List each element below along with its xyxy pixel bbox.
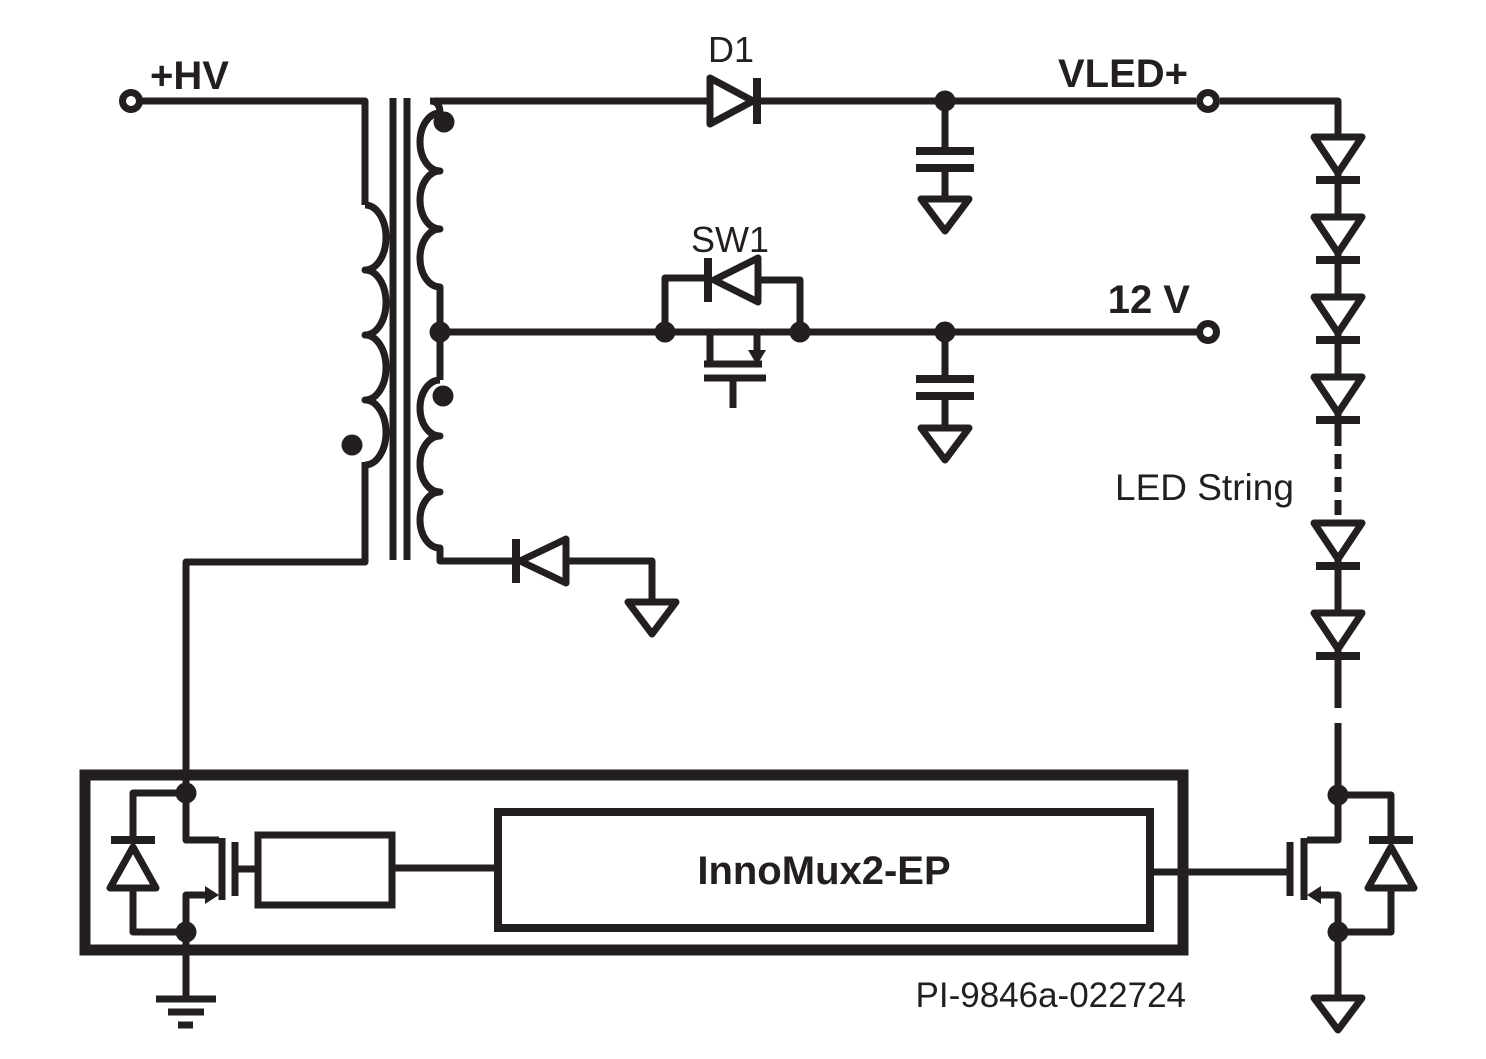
ground-icon xyxy=(624,598,680,638)
led-icon xyxy=(1310,373,1366,417)
sw1-diode-branch-wire xyxy=(661,274,804,332)
part-number-label: PI-9846a-022724 xyxy=(916,976,1187,1015)
vled-label: VLED+ xyxy=(1058,52,1188,96)
hv-label: +HV xyxy=(150,54,229,98)
junction-dot xyxy=(934,90,956,112)
internal-connections xyxy=(392,864,1287,876)
sw1-source-arrow xyxy=(748,350,766,365)
sw1-diode-icon xyxy=(710,254,762,306)
chip-package-outline xyxy=(79,769,1189,956)
gate-driver-block xyxy=(254,831,396,909)
12v-output-capacitor xyxy=(800,328,1198,464)
hv-wire xyxy=(141,97,369,205)
source-arrow xyxy=(205,886,219,904)
junction-dot xyxy=(934,321,956,343)
innomux-label: InnoMux2-EP xyxy=(697,849,950,893)
transformer xyxy=(182,97,512,795)
led-icon xyxy=(1310,519,1366,563)
vled-to-led-wire xyxy=(1220,97,1342,137)
vled-output-capacitor xyxy=(916,101,974,235)
auxiliary-winding-icon xyxy=(416,376,512,565)
12v-terminal-icon xyxy=(1196,320,1220,344)
auxiliary-polarity-dot xyxy=(432,385,454,407)
ground-icon xyxy=(1310,994,1366,1034)
source-arrow xyxy=(1307,886,1321,904)
d1-diode-icon xyxy=(706,74,757,128)
external-mosfet xyxy=(1286,791,1418,1034)
led-icon xyxy=(1310,133,1366,177)
hv-terminal-icon xyxy=(119,89,143,113)
body-diode-branch-wire xyxy=(1338,791,1395,936)
vled-output: VLED+ xyxy=(1058,52,1342,137)
led-icon xyxy=(1310,609,1366,653)
hv-input: +HV xyxy=(119,54,369,205)
aux-diode-icon xyxy=(516,535,570,587)
secondary-polarity-dot xyxy=(433,111,455,133)
body-diode-icon xyxy=(106,843,160,892)
body-diode-icon xyxy=(1364,843,1418,892)
junction-dot xyxy=(1327,921,1349,943)
ground-icon xyxy=(917,424,973,464)
innomux-controller-block: InnoMux2-EP xyxy=(494,808,1154,932)
junction-dot xyxy=(789,321,811,343)
junction-dot xyxy=(654,321,676,343)
primary-winding-icon xyxy=(361,201,390,469)
led-string-label: LED String xyxy=(1115,467,1294,508)
d1-label: D1 xyxy=(708,29,754,70)
chip-package-rect xyxy=(79,769,1189,956)
secondary-winding-top-icon xyxy=(416,97,444,380)
mosfet-icon xyxy=(1286,795,1342,932)
gate-driver-rect xyxy=(254,831,396,909)
led-icon xyxy=(1310,293,1366,337)
auxiliary-diode xyxy=(512,535,680,638)
transformer-core-icon xyxy=(389,98,411,560)
internal-mosfet xyxy=(106,789,258,1029)
vled-terminal-icon xyxy=(1196,89,1220,113)
ground-icon xyxy=(917,195,973,235)
mosfet-icon xyxy=(182,793,258,932)
junction-dot xyxy=(429,321,451,343)
switch-sw1: SW1 xyxy=(440,219,804,408)
capacitor-icon xyxy=(916,147,974,172)
junction-dot xyxy=(175,782,197,804)
12v-output: 12 V xyxy=(1108,278,1220,344)
junction-dot xyxy=(175,921,197,943)
earth-ground-icon xyxy=(156,995,216,1029)
primary-polarity-dot xyxy=(341,434,363,456)
body-diode-branch-wire xyxy=(129,789,186,936)
12v-label: 12 V xyxy=(1108,278,1191,322)
led-icon xyxy=(1310,213,1366,257)
junction-dots xyxy=(175,90,1349,943)
output-rectifier-d1: D1 xyxy=(433,29,1196,128)
led-string: LED String xyxy=(1115,133,1366,795)
junction-dot xyxy=(1327,784,1349,806)
aux-diode-wire xyxy=(566,557,656,602)
sw1-mosfet-icon xyxy=(704,332,766,408)
capacitor-icon xyxy=(916,375,974,400)
sw1-label: SW1 xyxy=(691,219,769,260)
primary-return-wire xyxy=(182,462,369,795)
